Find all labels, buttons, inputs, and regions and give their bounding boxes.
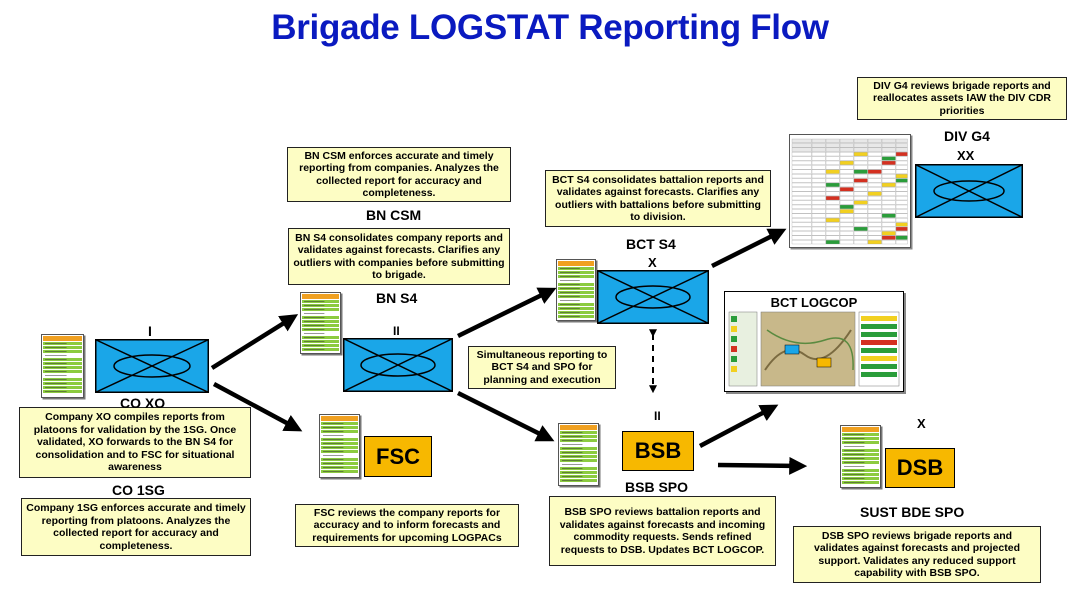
dsb-report-doc: [840, 425, 881, 488]
arrow-bns4-to-bsb: [456, 390, 555, 442]
div-g4-echelon-mark: XX: [957, 148, 975, 163]
bsb-spo-note: BSB SPO reviews battalion reports and va…: [549, 496, 776, 566]
bsb-report-doc: [558, 423, 599, 486]
bct-logcop-map: [728, 311, 900, 387]
co-xo-unit-symbol: [95, 339, 209, 393]
bct-s4-unit-symbol: [597, 270, 709, 324]
arrow-coxo-to-fsc: [212, 382, 303, 432]
page-title: Brigade LOGSTAT Reporting Flow: [271, 8, 829, 47]
bn-s4-unit-symbol: [343, 338, 453, 392]
co-xo-echelon-mark: I: [148, 323, 152, 339]
bsb-echelon-mark: II: [654, 409, 661, 423]
co-xo-report-doc: [41, 334, 84, 398]
div-g4-note: DIV G4 reviews brigade reports and reall…: [857, 77, 1067, 120]
fsc-report-doc: [319, 414, 360, 478]
arrow-coxo-to-bns4: [210, 314, 299, 370]
bn-s4-report-doc: [300, 292, 341, 354]
bct-s4-report-doc: [556, 259, 596, 321]
bn-csm-note: BN CSM enforces accurate and timely repo…: [287, 147, 511, 202]
bn-csm-label: BN CSM: [366, 207, 422, 223]
bct-s4-note: BCT S4 consolidates battalion reports an…: [545, 170, 771, 227]
arrow-bcts4-to-divg4: [710, 228, 787, 269]
bct-logcop-panel: BCT LOGCOP: [724, 291, 904, 392]
dsb-spo-note: DSB SPO reviews brigade reports and vali…: [793, 526, 1041, 583]
sust-bde-spo-label: SUST BDE SPO: [860, 504, 965, 520]
bn-s4-echelon-mark: II: [393, 324, 400, 338]
arrow-bsb-to-dsb: [717, 456, 808, 475]
bsb-spo-label: BSB SPO: [625, 479, 689, 495]
bct-s4-label: BCT S4: [626, 236, 676, 252]
co-1sg-label: CO 1SG: [112, 482, 165, 498]
dsb-unit-box: DSB: [885, 448, 955, 488]
div-g4-unit-symbol: [915, 164, 1023, 218]
fsc-note: FSC reviews the company reports for accu…: [295, 504, 519, 547]
fsc-unit-box: FSC: [364, 436, 432, 477]
div-g4-label: DIV G4: [944, 128, 990, 144]
bsb-unit-box: BSB: [622, 431, 694, 471]
arrow-bns4-to-bcts4: [457, 287, 557, 339]
co-xo-label: CO XO: [120, 395, 166, 411]
dsb-echelon-mark: X: [917, 416, 926, 431]
bn-s4-note: BN S4 consolidates company reports and v…: [288, 228, 510, 285]
simultaneous-reporting-note: Simultaneous reporting to BCT S4 and SPO…: [468, 346, 616, 389]
div-g4-spreadsheet: [789, 134, 911, 248]
bn-s4-label: BN S4: [376, 290, 418, 306]
arrow-bsb-to-logcop: [698, 404, 779, 448]
co-1sg-note: Company 1SG enforces accurate and timely…: [21, 498, 251, 556]
bct-s4-echelon-mark: X: [648, 255, 657, 270]
co-xo-note: Company XO compiles reports from platoon…: [19, 407, 251, 478]
bct-logcop-title: BCT LOGCOP: [770, 295, 858, 310]
